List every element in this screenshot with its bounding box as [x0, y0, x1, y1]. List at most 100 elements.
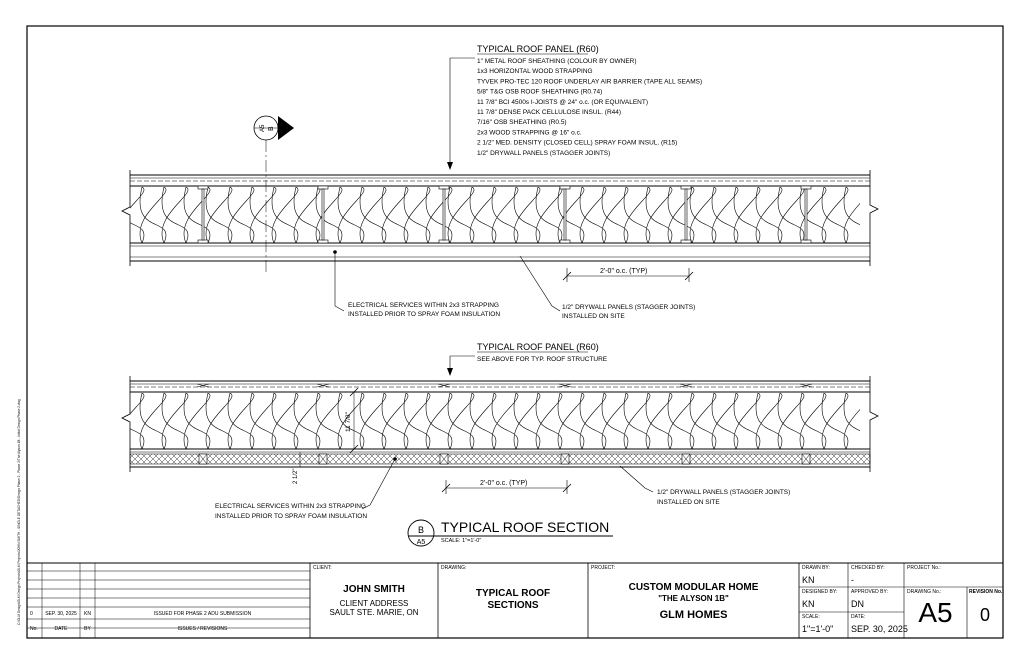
panel2-note-right-1: 1/2" DRYWALL PANELS (STAGGER JOINTS) [657, 489, 790, 496]
panel1-note-left-1: ELECTRICAL SERVICES WITHIN 2x3 STRAPPING [348, 302, 499, 309]
project-label: PROJECT: [591, 565, 616, 571]
drawing-no: A5 [918, 597, 953, 628]
panel1-note-left-2: INSTALLED PRIOR TO SPRAY FOAM INSULATION [348, 311, 500, 318]
designed-by-label: DESIGNED BY: [802, 589, 838, 595]
i-joist-web [804, 188, 808, 241]
panel2-note-left-1: ELECTRICAL SERVICES WITHIN 2x3 STRAPPING [215, 503, 366, 510]
roof-panel-1: 2'-0" o.c. (TYP) [121, 57, 879, 312]
strapping-marker [196, 383, 210, 388]
section-marker-letter: B [268, 126, 275, 131]
panel1-layer-8: 2x3 WOOD STRAPPING @ 16" o.c. [477, 129, 582, 136]
panel1-dimension: 2'-0" o.c. (TYP) [600, 268, 647, 275]
project-name-1: CUSTOM MODULAR HOME [628, 582, 759, 593]
panel1-layer-list: 1" METAL ROOF SHEATHING (COLOUR BY OWNER… [477, 58, 702, 157]
wood-strapping-cross [681, 453, 691, 465]
panel1-title: TYPICAL ROOF PANEL (R60) [477, 44, 599, 54]
approved-by-label: APPROVED BY: [851, 589, 888, 595]
section-marker: B A5 [253, 115, 294, 275]
client-address-2: SAULT STE. MARIE, ON [329, 608, 419, 617]
revision-no: 0 [979, 605, 990, 625]
rev-row-no: 0 [30, 611, 33, 617]
drawing-label: DRAWING: [441, 565, 467, 571]
client-address-1: CLIENT ADDRESS [339, 599, 409, 608]
client-name: JOHN SMITH [343, 584, 405, 595]
i-joist-web [563, 188, 567, 241]
rev-header-no: No. [30, 626, 38, 632]
strapping-marker [558, 383, 572, 388]
panel1-layer-1: 1" METAL ROOF SHEATHING (COLOUR BY OWNER… [477, 58, 637, 65]
panel2-subtitle: SEE ABOVE FOR TYP. ROOF STRUCTURE [477, 356, 608, 363]
panel1-layer-6: 11 7/8" DENSE PACK CELLULOSE INSUL. (R44… [477, 109, 621, 116]
wood-strapping-cross [198, 453, 208, 465]
strapping-marker [316, 383, 330, 388]
i-joist-web [201, 188, 205, 241]
panel1-layer-7: 7/16" OSB SHEATHING (R0.5) [477, 119, 567, 126]
checked-by: - [851, 575, 854, 585]
rev-row-by: KN [84, 611, 91, 617]
approved-by: DN [851, 599, 864, 609]
panel2-dimension: 2'-0" o.c. (TYP) [480, 480, 527, 487]
panel2-dim-vert-a: 11 7/8" [345, 411, 352, 432]
i-joist-flange [317, 185, 329, 190]
strapping-marker [799, 383, 813, 388]
section-title-scale: SCALE: 1"=1'-0" [441, 538, 481, 544]
scale-value: 1"=1'-0" [802, 624, 834, 634]
i-joist-flange [559, 185, 571, 190]
i-joist-flange [800, 239, 812, 244]
drawing-title-1: TYPICAL ROOF [475, 588, 551, 599]
i-joist-flange [438, 239, 450, 244]
panel1-note-right-1: 1/2" DRYWALL PANELS (STAGGER JOINTS) [562, 304, 695, 311]
i-joist-web [321, 188, 325, 241]
panel1-layer-10: 1/2" DRYWALL PANELS (STAGGER JOINTS) [477, 150, 610, 157]
i-joist-flange [680, 239, 692, 244]
rev-header-issue: ISSUES / REVISIONS [177, 626, 228, 632]
drawn-by: KN [802, 575, 815, 585]
client-label: CLIENT: [313, 565, 332, 571]
panel2-dim-vert-b: 2 1/2" [293, 469, 299, 484]
wood-strapping-cross [439, 453, 449, 465]
batt-insulation [130, 393, 860, 449]
drawing-title-2: SECTIONS [487, 600, 539, 611]
rev-row-issue: ISSUED FOR PHASE 2 ADU SUBMISSION [153, 611, 252, 617]
sheet-border [26, 25, 1004, 639]
i-joist-flange [438, 185, 450, 190]
section-title-sheet: A5 [417, 539, 426, 546]
panel1-layer-3: TYVEK PRO-TEC 120 ROOF UNDERLAY AIR BARR… [477, 78, 702, 85]
i-joist-web [442, 188, 446, 241]
drawn-by-label: DRAWN BY: [802, 565, 830, 571]
panel1-note-right-2: INSTALLED ON SITE [562, 313, 625, 320]
section-marker-sheet: A5 [260, 124, 266, 132]
date-value: SEP. 30, 2025 [851, 624, 908, 634]
section-title: B A5 TYPICAL ROOF SECTION SCALE: 1"=1'-0… [407, 519, 613, 547]
scale-label: SCALE: [802, 614, 820, 620]
date-label: DATE: [851, 614, 866, 620]
drawing-no-label: DRAWING No.: [907, 589, 942, 595]
title-block [27, 562, 1003, 638]
panel2-title: TYPICAL ROOF PANEL (R60) [477, 342, 599, 352]
i-joist-flange [559, 239, 571, 244]
panel1-layer-2: 1x3 HORIZONTAL WOOD STRAPPING [477, 68, 593, 75]
panel1-layer-4: 5/8" T&G OSB ROOF SHEATHING (R0.74) [477, 89, 602, 96]
roof-panel-2: 11 7/8" 2 1/2" 2'-0" o.c. (TYP) [121, 355, 879, 510]
i-joist-flange [680, 185, 692, 190]
batt-insulation [130, 187, 860, 243]
panel2-note-right-2: INSTALLED ON SITE [657, 499, 720, 506]
project-name-2: "THE ALYSON 1B" [658, 594, 729, 603]
wood-strapping-cross [560, 453, 570, 465]
i-joist-flange [317, 239, 329, 244]
rev-row-date: SEP. 30, 2025 [45, 611, 77, 617]
designed-by: KN [802, 599, 815, 609]
strapping-marker [437, 383, 451, 388]
i-joist-flange [197, 185, 209, 190]
file-path: C:\GLM Design\GLM Design Projects\GLM Pr… [17, 399, 21, 625]
panel2-note-left-2: INSTALLED PRIOR TO SPRAY FOAM INSULATION [215, 513, 367, 520]
strapping-marker [679, 383, 693, 388]
project-no-label: PROJECT No.: [907, 565, 941, 571]
section-title-text: TYPICAL ROOF SECTION [441, 519, 609, 535]
panel1-layer-5: 11 7/8" BCI 4500s I-JOISTS @ 24" o.c. (O… [477, 99, 648, 106]
checked-by-label: CHECKED BY: [851, 565, 885, 571]
i-joist-web [684, 188, 688, 241]
wood-strapping-cross [801, 453, 811, 465]
panel1-layer-9: 2 1/2" MED. DENSITY (CLOSED CELL) SPRAY … [477, 140, 677, 147]
